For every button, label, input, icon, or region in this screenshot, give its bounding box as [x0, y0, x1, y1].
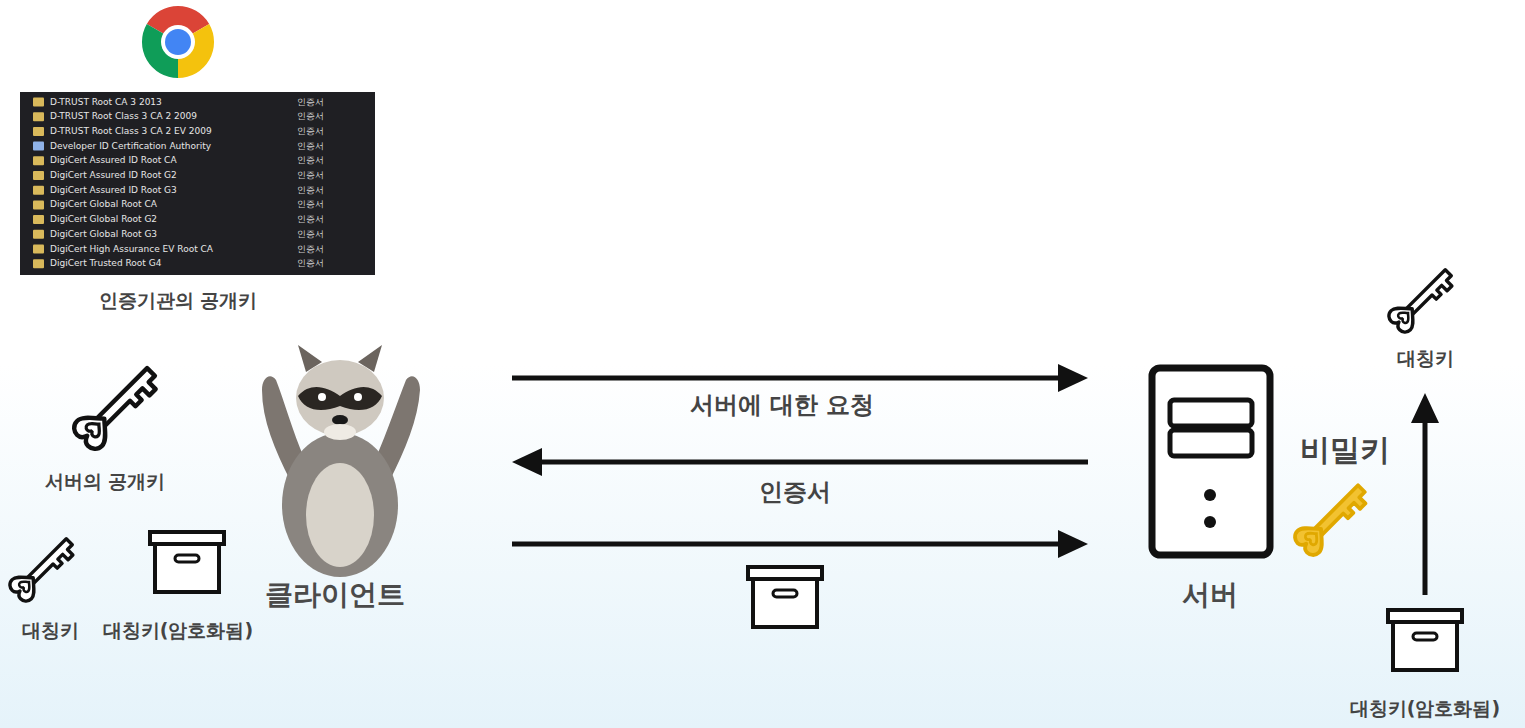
certificate-name: D-TRUST Root Class 3 CA 2 2009 — [50, 112, 197, 121]
certificate-kind: 인증서 — [297, 127, 324, 136]
certificate-kind: 인증서 — [297, 230, 324, 239]
decrypt-arrow — [1411, 393, 1439, 595]
certificate-list-panel — [20, 92, 375, 275]
edge-label: 인증서 — [759, 480, 831, 504]
certificate-name: DigiCert High Assurance EV Root CA — [50, 245, 213, 254]
client-node: 클라이언트 — [250, 345, 512, 620]
message-arrow — [512, 530, 1088, 558]
certificate-name: DigiCert Global Root G2 — [50, 215, 157, 224]
server-public-key-icon — [70, 360, 163, 453]
key-label: 대칭키(암호화됨) — [1350, 699, 1500, 718]
certificate-name: DigiCert Trusted Root G4 — [50, 259, 161, 268]
message-arrow — [512, 364, 1088, 392]
sent-box-icon — [748, 567, 822, 627]
raccoon-illustration — [262, 345, 420, 577]
encrypted-key-box — [150, 532, 224, 592]
key-label: 대칭키(암호화됨) — [103, 621, 253, 640]
certificate-name: DigiCert Assured ID Root G2 — [50, 171, 177, 180]
edge-label: 서버에 대한 요청 — [690, 393, 875, 417]
certificate-kind: 인증서 — [297, 112, 324, 121]
certificate-name: Developer ID Certification Authority — [50, 142, 211, 151]
key-label: 대칭키 — [1397, 349, 1454, 368]
ca-public-key-label: 인증기관의 공개키 — [99, 291, 258, 310]
certificate-kind: 인증서 — [297, 259, 324, 268]
certificate-kind: 인증서 — [297, 186, 324, 195]
chrome-logo — [142, 6, 214, 78]
certificate-name: DigiCert Assured ID Root G3 — [50, 186, 177, 195]
symmetric-key-icon — [7, 532, 79, 604]
node-title: 서버 — [1182, 578, 1238, 612]
certificate-name: D-TRUST Root Class 3 CA 2 EV 2009 — [50, 127, 212, 136]
key-label: 대칭키 — [22, 621, 79, 640]
server-node: 서버 — [1088, 365, 1278, 620]
certificate-kind: 인증서 — [297, 171, 324, 180]
message-arrow — [512, 448, 1088, 476]
server-icon — [1152, 368, 1270, 555]
certificate-kind: 인증서 — [297, 156, 324, 165]
certificate-name: DigiCert Assured ID Root CA — [50, 156, 177, 165]
certificate-name: DigiCert Global Root CA — [50, 200, 157, 209]
certificate-kind: 인증서 — [297, 142, 324, 151]
encrypted-key-box — [1388, 610, 1462, 670]
key-label: 서버의 공개키 — [45, 472, 166, 491]
private-key-label: 비밀키 — [1300, 435, 1390, 465]
private-key-icon — [1292, 478, 1373, 559]
certificate-kind: 인증서 — [297, 200, 324, 209]
node-title: 클라이언트 — [265, 578, 405, 612]
certificate-name: D-TRUST Root CA 3 2013 — [50, 98, 162, 107]
certificate-name: DigiCert Global Root G3 — [50, 230, 157, 239]
certificate-kind: 인증서 — [297, 245, 324, 254]
symmetric-key-icon — [1386, 263, 1458, 335]
certificate-kind: 인증서 — [297, 98, 324, 107]
certificate-kind: 인증서 — [297, 215, 324, 224]
